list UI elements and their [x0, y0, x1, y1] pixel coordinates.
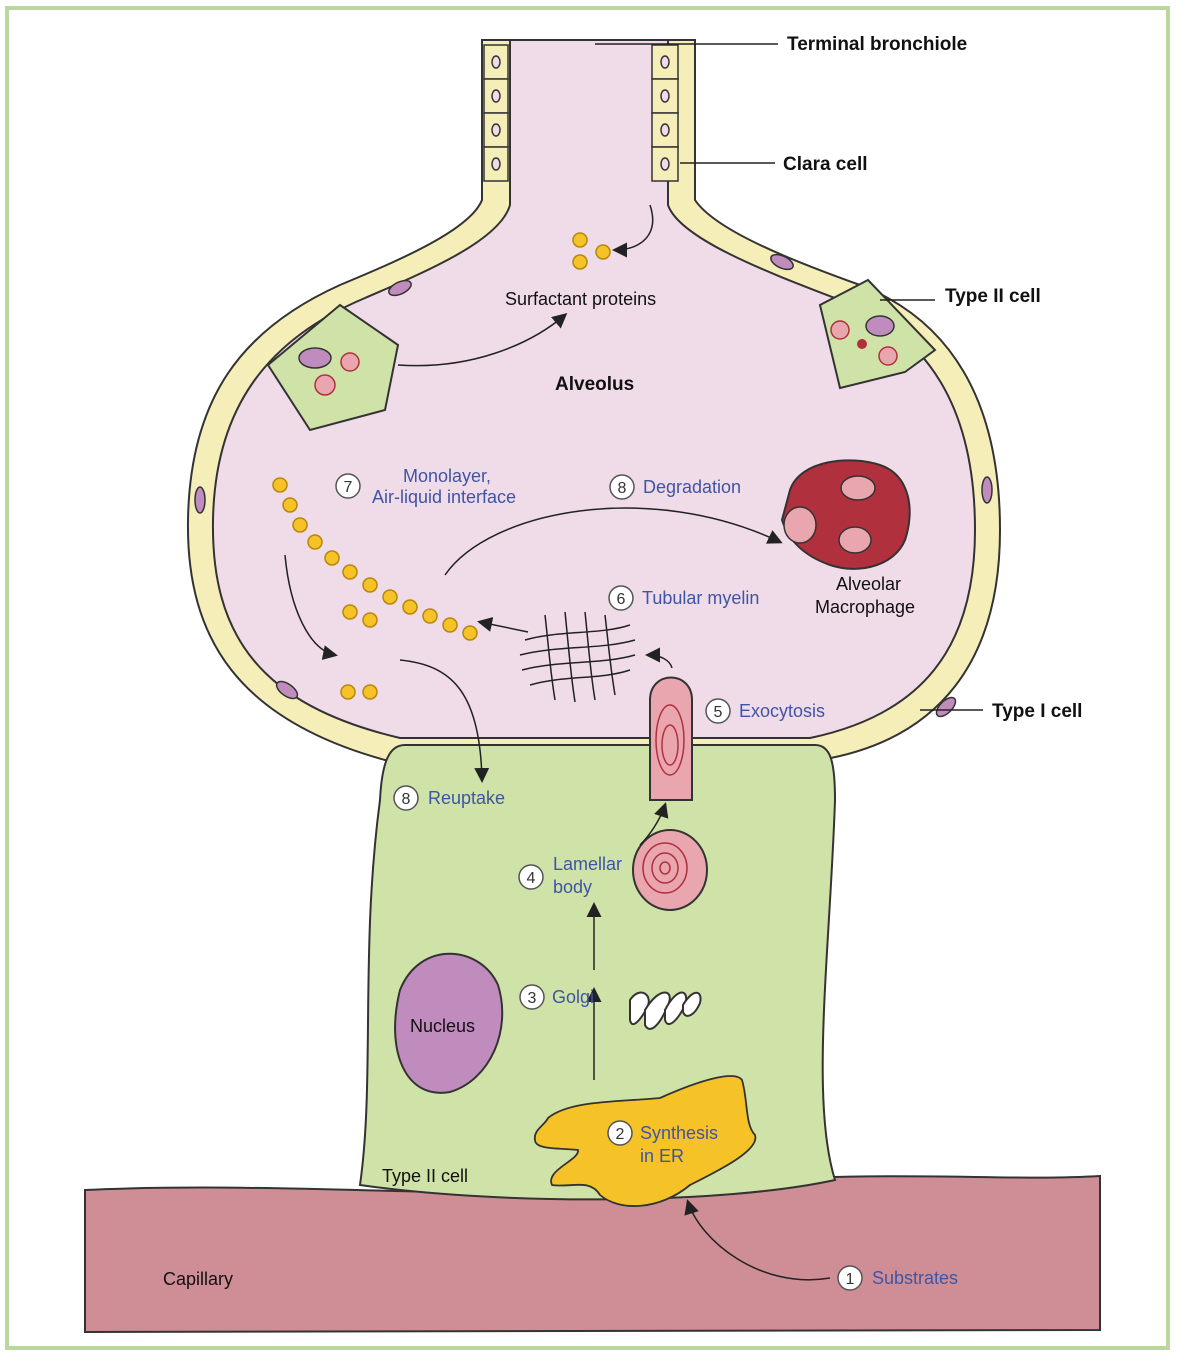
step-4-label-line2: body	[553, 877, 592, 897]
label-alveolus: Alveolus	[555, 374, 634, 395]
label-capillary: Capillary	[163, 1269, 233, 1289]
clara-cells-right	[652, 45, 678, 181]
exocytosis-body	[650, 678, 692, 801]
svg-text:8: 8	[618, 480, 627, 497]
svg-text:3: 3	[528, 990, 537, 1007]
label-type-ii-cell-top: Type II cell	[945, 286, 1041, 307]
label-terminal-bronchiole: Terminal bronchiole	[787, 34, 967, 55]
svg-text:6: 6	[617, 591, 626, 608]
step-8-reuptake-label: Reuptake	[428, 788, 505, 808]
svg-text:4: 4	[527, 870, 536, 887]
label-surfactant-proteins: Surfactant proteins	[505, 289, 656, 309]
step-5: 5 Exocytosis	[706, 699, 825, 723]
step-3: 3 Golgi	[520, 985, 594, 1009]
step-1-label: Substrates	[872, 1268, 958, 1288]
step-2-label-line2: in ER	[640, 1146, 684, 1166]
step-5-label: Exocytosis	[739, 701, 825, 721]
label-clara-cell: Clara cell	[783, 154, 868, 175]
step-8-degradation: 8 Degradation	[610, 475, 741, 499]
svg-text:8: 8	[402, 791, 411, 808]
step-8-degradation-label: Degradation	[643, 477, 741, 497]
step-1: 1 Substrates	[838, 1266, 958, 1290]
label-macrophage-1: Alveolar	[836, 574, 901, 594]
label-nucleus: Nucleus	[410, 1016, 475, 1036]
step-2-label: Synthesis	[640, 1123, 718, 1143]
svg-text:2: 2	[616, 1126, 625, 1143]
label-type-ii-cell-bottom: Type II cell	[382, 1166, 468, 1186]
step-7-label-line2: Air-liquid interface	[372, 487, 516, 507]
label-type-i-cell: Type I cell	[992, 701, 1082, 722]
step-3-label: Golgi	[552, 987, 594, 1007]
step-6-label: Tubular myelin	[642, 588, 759, 608]
step-7-label: Monolayer,	[403, 466, 491, 486]
label-macrophage-2: Macrophage	[815, 597, 915, 617]
bronchiole-epithelium-left	[484, 45, 508, 181]
step-8-reuptake: 8 Reuptake	[394, 786, 505, 810]
svg-text:1: 1	[846, 1271, 855, 1288]
svg-text:5: 5	[714, 704, 723, 721]
svg-text:7: 7	[344, 479, 353, 496]
step-4-label: Lamellar	[553, 854, 622, 874]
lamellar-body	[633, 830, 707, 910]
